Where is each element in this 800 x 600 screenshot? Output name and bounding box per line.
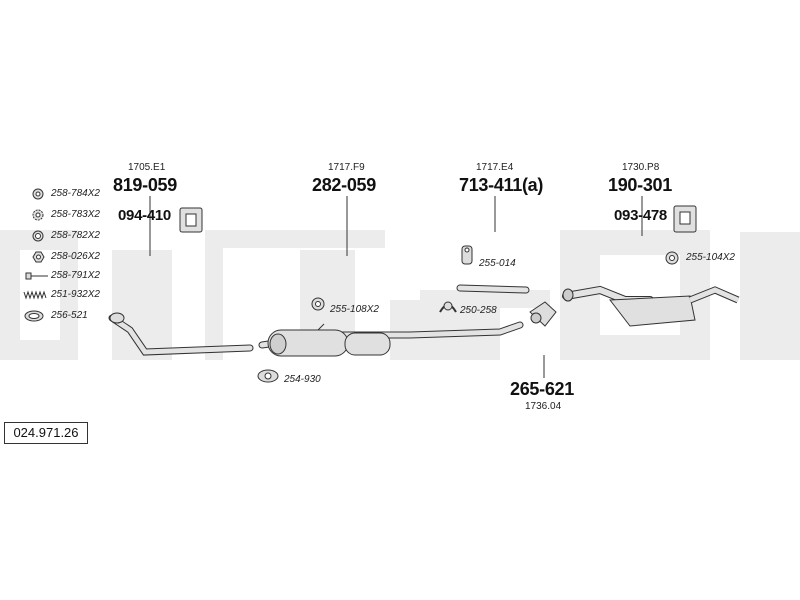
spring-icon bbox=[23, 290, 47, 300]
front-pipe[interactable] bbox=[108, 312, 254, 356]
bolt-icon bbox=[25, 272, 48, 280]
rear-silencer[interactable] bbox=[562, 285, 740, 327]
accessory-label: 250-258 bbox=[460, 305, 497, 316]
centre-silencer[interactable] bbox=[258, 321, 524, 357]
group-code: 1730.P8 bbox=[622, 162, 660, 173]
part-number-centre-silencer[interactable]: 282-059 bbox=[312, 175, 376, 195]
accessory-label: 255-108X2 bbox=[330, 304, 379, 315]
reference-number: 024.971.26 bbox=[4, 422, 88, 444]
mounting-bush-icon[interactable] bbox=[311, 297, 325, 311]
sealing-ring-icon bbox=[24, 310, 44, 322]
accessory-label: 254-930 bbox=[284, 374, 321, 385]
clamp-icon[interactable] bbox=[439, 301, 457, 313]
pipe-connector[interactable] bbox=[529, 301, 557, 327]
legend-label: 258-791X2 bbox=[51, 270, 100, 281]
ring-washer-icon bbox=[32, 188, 44, 200]
legend-label: 256-521 bbox=[51, 310, 88, 321]
legend-label: 258-782X2 bbox=[51, 230, 100, 241]
group-code: 1705.E1 bbox=[128, 162, 166, 173]
intermediate-pipe[interactable] bbox=[456, 284, 530, 294]
part-number-connector[interactable]: 265-621 bbox=[510, 379, 574, 399]
part-number-front-pipe[interactable]: 819-059 bbox=[113, 175, 177, 195]
legend-label: 258-026X2 bbox=[51, 251, 100, 262]
spring-washer-icon bbox=[32, 230, 44, 242]
toothed-washer-icon bbox=[32, 209, 44, 221]
part-number-bracket[interactable]: 093-478 bbox=[614, 207, 667, 224]
bracket-094-410-icon[interactable] bbox=[179, 207, 203, 233]
part-number-bracket[interactable]: 094-410 bbox=[118, 207, 171, 224]
group-code: 1717.E4 bbox=[476, 162, 514, 173]
mounting-bush-icon[interactable] bbox=[665, 251, 679, 265]
group-code: 1717.F9 bbox=[328, 162, 365, 173]
flange-gasket-icon[interactable] bbox=[257, 369, 279, 383]
hex-nut-icon bbox=[32, 251, 45, 263]
part-number-rear-silencer[interactable]: 190-301 bbox=[608, 175, 672, 195]
legend-label: 251-932X2 bbox=[51, 289, 100, 300]
part-number-intermediate-pipe[interactable]: 713-411(a) bbox=[459, 175, 544, 195]
accessory-label: 255-014 bbox=[479, 258, 516, 269]
accessory-label: 255-104X2 bbox=[686, 252, 735, 263]
bracket-093-478-icon[interactable] bbox=[673, 205, 697, 233]
legend-label: 258-783X2 bbox=[51, 209, 100, 220]
group-code: 1736.04 bbox=[525, 401, 562, 412]
legend-label: 258-784X2 bbox=[51, 188, 100, 199]
rubber-hanger-icon[interactable] bbox=[461, 245, 473, 265]
